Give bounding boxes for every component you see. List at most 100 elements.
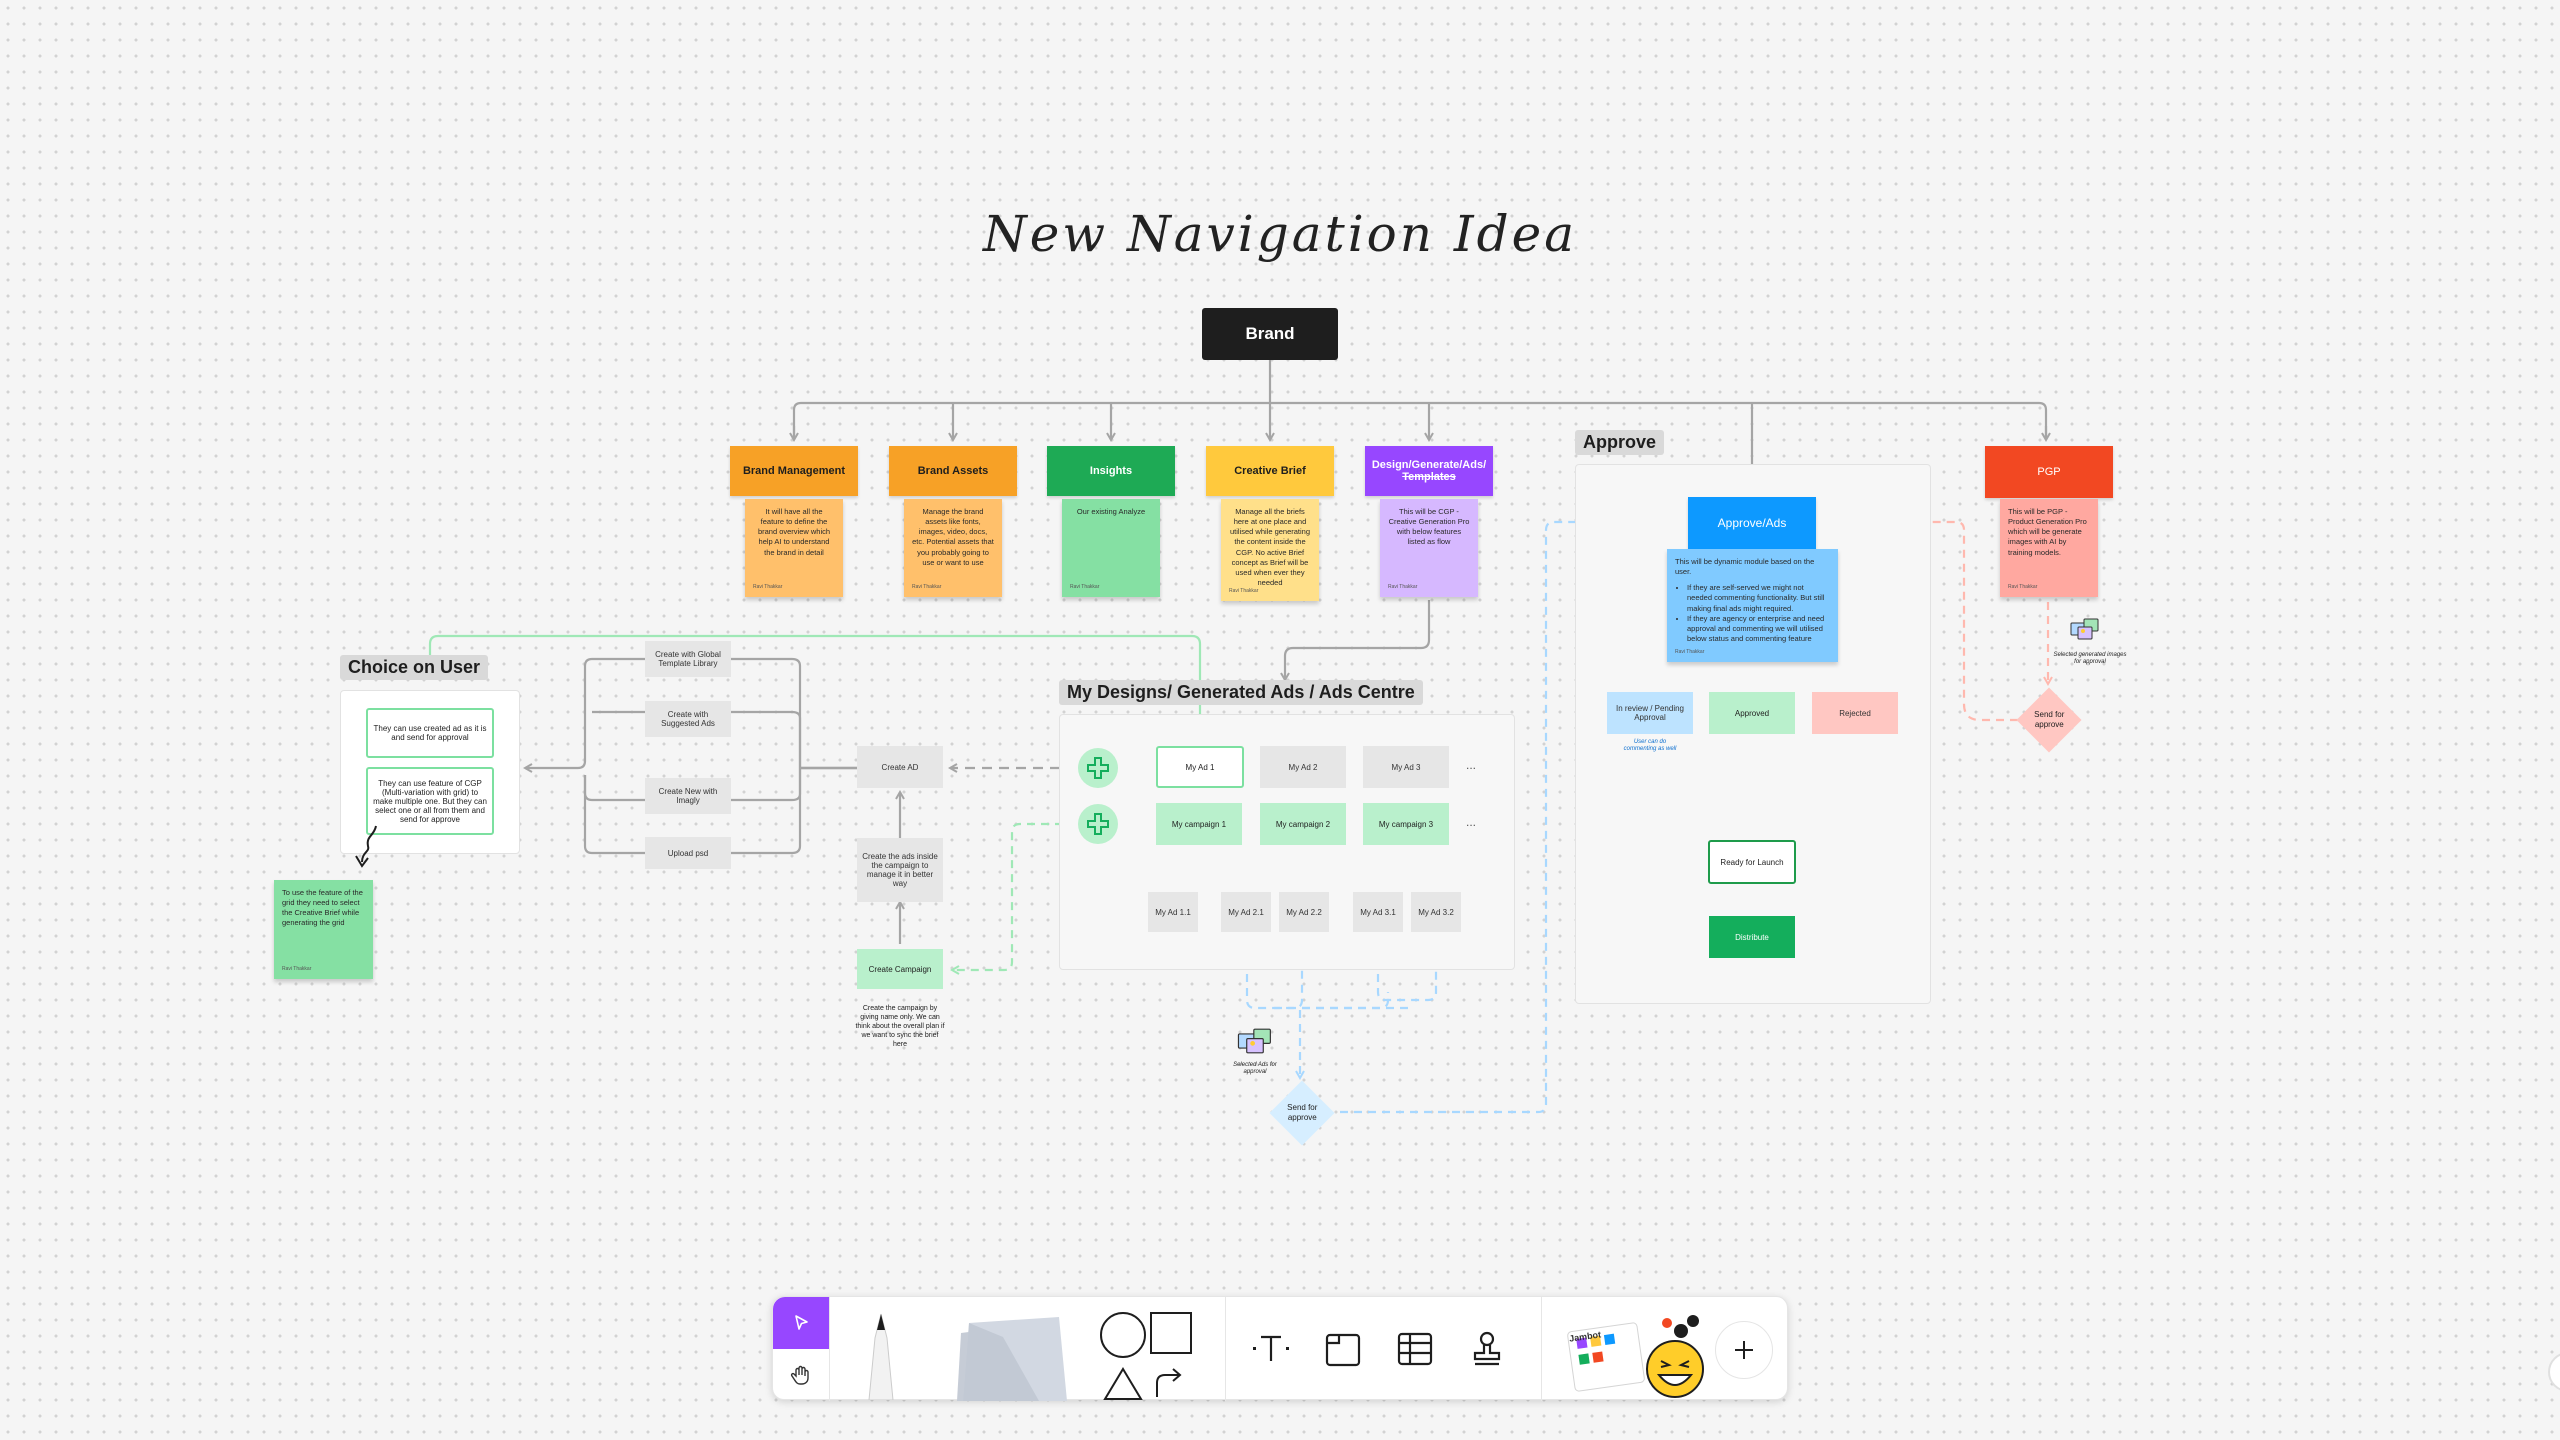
brand-management-node[interactable]: Brand Management — [730, 446, 858, 496]
shapes-tool-button[interactable] — [1093, 1309, 1203, 1401]
pgp-selected-note: Selected generated images for approval — [2053, 652, 2127, 666]
diamond-label: Send for approve — [2033, 710, 2065, 729]
sticky-text: Manage the brand assets like fonts, imag… — [912, 507, 994, 567]
my-ad-3-2[interactable]: My Ad 3.2 — [1411, 892, 1461, 932]
widgets-icon — [1567, 1315, 1704, 1398]
add-campaign-button[interactable] — [1078, 804, 1118, 844]
campaigns-more[interactable]: ... — [1466, 815, 1477, 829]
designs-section-label[interactable]: My Designs/ Generated Ads / Ads Centre — [1059, 680, 1423, 705]
text-tool-button[interactable] — [1245, 1325, 1297, 1373]
choice-option-1[interactable]: They can use created ad as it is and sen… — [366, 708, 494, 758]
sticky-author: Ravi Thakkar — [1070, 584, 1100, 591]
pgp-sticky[interactable]: This will be PGP - Product Generation Pr… — [2000, 499, 2098, 597]
sticky-note-icon — [957, 1317, 1067, 1401]
cgp-sticky[interactable]: This will be CGP - Creative Generation P… — [1380, 499, 1478, 597]
hand-icon — [790, 1365, 809, 1385]
plus-icon — [1087, 757, 1109, 779]
design-generate-ads-node[interactable]: Design/Generate/Ads/ Templates — [1365, 446, 1493, 496]
insights-node[interactable]: Insights — [1047, 446, 1175, 496]
sticky-author: Ravi Thakkar — [282, 966, 312, 973]
sticky-author: Ravi Thakkar — [1388, 584, 1418, 591]
sticky-text: Manage all the briefs here at one place … — [1229, 507, 1311, 587]
bottom-toolbar: Jambot — [772, 1296, 1788, 1401]
my-campaign-2[interactable]: My campaign 2 — [1260, 803, 1346, 845]
brand-management-sticky[interactable]: It will have all the feature to define t… — [745, 499, 843, 597]
sticky-text: Our existing Analyze — [1076, 507, 1146, 516]
ready-for-launch-node[interactable]: Ready for Launch — [1708, 840, 1796, 884]
create-ads-inside-campaign-node[interactable]: Create the ads inside the campaign to ma… — [857, 838, 943, 902]
my-ad-3-1[interactable]: My Ad 3.1 — [1353, 892, 1403, 932]
my-campaign-3[interactable]: My campaign 3 — [1363, 803, 1449, 845]
status-approved[interactable]: Approved — [1709, 692, 1795, 734]
campaign-note: Create the campaign by giving name only.… — [855, 1005, 945, 1049]
node-label-strikethrough: Templates — [1402, 471, 1456, 483]
sticky-notes-button[interactable] — [943, 1313, 1075, 1401]
shapes-icon — [1100, 1312, 1192, 1400]
sticky-author: Ravi Thakkar — [753, 584, 783, 591]
hand-tool-button[interactable] — [773, 1349, 829, 1401]
choice-sticky[interactable]: To use the feature of the grid they need… — [274, 880, 373, 979]
create-option-global-template[interactable]: Create with Global Template Library — [645, 641, 731, 677]
section-tool-button[interactable] — [1317, 1325, 1369, 1373]
text-t-icon — [1253, 1335, 1289, 1361]
my-ad-1[interactable]: My Ad 1 — [1156, 746, 1244, 788]
status-rejected[interactable]: Rejected — [1812, 692, 1898, 734]
my-ad-1-1[interactable]: My Ad 1.1 — [1148, 892, 1198, 932]
sticky-author: Ravi Thakkar — [912, 584, 942, 591]
distribute-node[interactable]: Distribute — [1709, 916, 1795, 958]
sticky-text: This will be PGP - Product Generation Pr… — [2008, 507, 2087, 557]
move-tool-button[interactable] — [773, 1297, 829, 1349]
approve-section-label[interactable]: Approve — [1575, 430, 1665, 455]
create-campaign-node[interactable]: Create Campaign — [857, 949, 943, 989]
ads-selected-note: Selected Ads for approval — [1233, 1062, 1277, 1076]
widgets-button[interactable] — [1563, 1311, 1709, 1401]
create-option-suggested-ads[interactable]: Create with Suggested Ads — [645, 701, 731, 737]
insights-sticky[interactable]: Our existing Analyze Ravi Thakkar — [1062, 499, 1160, 597]
my-ad-3[interactable]: My Ad 3 — [1363, 746, 1449, 788]
cursor-arrow-icon — [795, 1315, 808, 1330]
sticky-text: To use the feature of the grid they need… — [282, 888, 363, 928]
ads-more[interactable]: ... — [1466, 758, 1477, 772]
brand-assets-node[interactable]: Brand Assets — [889, 446, 1017, 496]
image-set-icon — [2070, 618, 2100, 645]
table-tool-button[interactable] — [1389, 1325, 1441, 1373]
approve-sticky[interactable]: This will be dynamic module based on the… — [1667, 549, 1838, 662]
my-ad-2-1[interactable]: My Ad 2.1 — [1221, 892, 1271, 932]
approve-ads-node[interactable]: Approve/Ads — [1688, 497, 1816, 549]
stamp-tool-button[interactable] — [1461, 1325, 1513, 1373]
create-ad-node[interactable]: Create AD — [857, 746, 943, 788]
add-ad-button[interactable] — [1078, 748, 1118, 788]
sticky-text: This will be CGP - Creative Generation P… — [1388, 507, 1470, 547]
section-frame-icon — [1325, 1333, 1361, 1367]
pen-tool-button[interactable] — [853, 1311, 909, 1401]
my-campaign-1[interactable]: My campaign 1 — [1156, 803, 1242, 845]
stamp-icon — [1473, 1331, 1501, 1366]
create-option-upload-psd[interactable]: Upload psd — [645, 837, 731, 869]
creative-brief-sticky[interactable]: Manage all the briefs here at one place … — [1221, 499, 1319, 601]
sticky-author: Ravi Thakkar — [2008, 584, 2038, 591]
brand-node[interactable]: Brand — [1202, 308, 1338, 360]
choice-option-2[interactable]: They can use feature of CGP (Multi-varia… — [366, 767, 494, 835]
pgp-node[interactable]: PGP — [1985, 446, 2113, 498]
more-tools-button[interactable] — [1715, 1321, 1773, 1379]
board-title: New Navigation Idea — [982, 205, 1578, 263]
table-icon — [1397, 1332, 1433, 1366]
my-ad-2[interactable]: My Ad 2 — [1260, 746, 1346, 788]
sticky-bullet: If they are agency or enterprise and nee… — [1687, 614, 1830, 644]
sticky-text: It will have all the feature to define t… — [757, 507, 831, 557]
brand-assets-sticky[interactable]: Manage the brand assets like fonts, imag… — [904, 499, 1002, 597]
sticky-author: Ravi Thakkar — [1675, 649, 1705, 656]
plus-icon — [1735, 1341, 1753, 1359]
my-ad-2-2[interactable]: My Ad 2.2 — [1279, 892, 1329, 932]
create-option-imagly[interactable]: Create New with Imagly — [645, 778, 731, 814]
node-label: Design/Generate/Ads/ — [1371, 459, 1487, 471]
hand-drawn-arrow — [352, 822, 382, 877]
pending-note: User can do commenting as well — [1623, 739, 1677, 753]
sticky-author: Ravi Thakkar — [1229, 588, 1259, 595]
creative-brief-node[interactable]: Creative Brief — [1206, 446, 1334, 496]
sticky-intro: This will be dynamic module based on the… — [1675, 557, 1815, 577]
choice-section-label[interactable]: Choice on User — [340, 655, 489, 680]
status-pending[interactable]: In review / Pending Approval — [1607, 692, 1693, 734]
